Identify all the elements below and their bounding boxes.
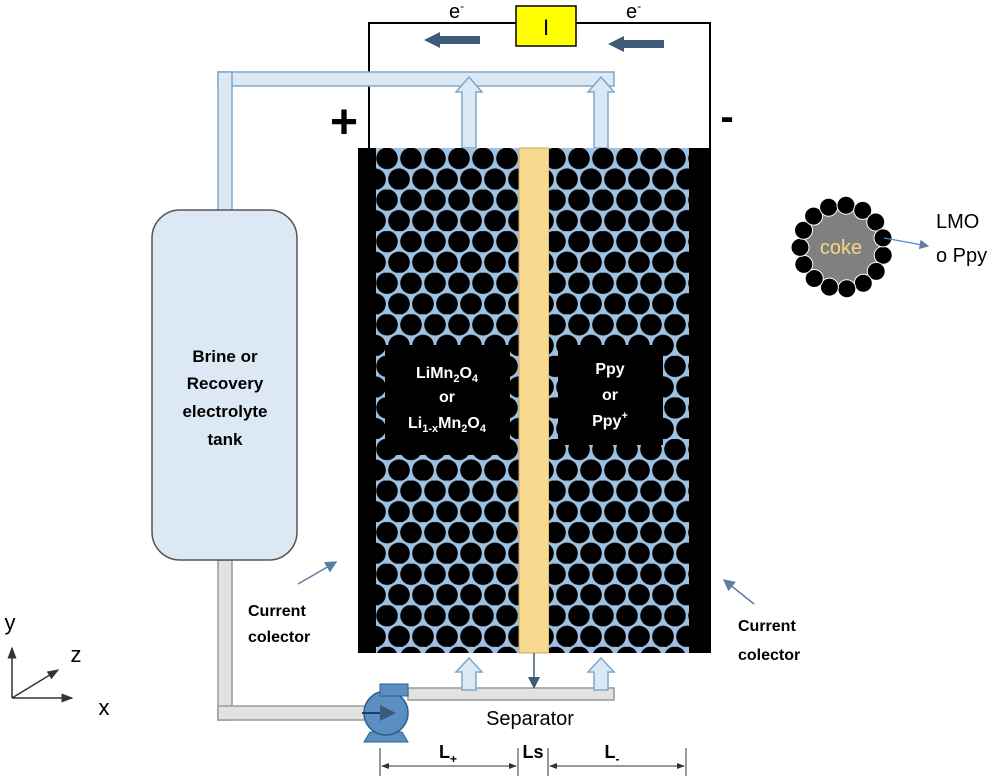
collector-right-label: Current colector: [738, 618, 800, 664]
svg-text:tank: tank: [208, 430, 244, 449]
dimension-lines: [379, 748, 687, 776]
electron-right-label: e-: [626, 0, 641, 23]
separator-membrane: [518, 147, 550, 654]
collector-left-pointer: [297, 561, 338, 585]
collector-right-pointer: [722, 579, 755, 605]
svg-text:Brine or: Brine or: [192, 347, 258, 366]
axis-y-label: y: [5, 610, 16, 635]
dim-ls: Ls: [522, 742, 543, 762]
external-circuit: [368, 22, 711, 148]
particle-pointer: [883, 237, 930, 250]
particle-illustration: coke: [790, 195, 930, 299]
shell-particle: [873, 228, 893, 248]
positive-electrode-label: LiMn2O4 or Li1-xMn2O4: [408, 365, 487, 435]
positive-terminal-sign: +: [330, 96, 358, 149]
electrolyte-tank: [151, 209, 298, 561]
shell-particle: [836, 195, 856, 215]
svg-text:Recovery: Recovery: [187, 374, 264, 393]
shell-particle: [804, 269, 824, 288]
electron-arrow-left: [424, 32, 480, 48]
negative-terminal-sign: -: [720, 95, 733, 139]
svg-text:LiMn2O4: LiMn2O4: [416, 365, 479, 385]
svg-text:electrolyte: electrolyte: [182, 402, 267, 421]
pump-icon: [362, 683, 409, 743]
collector-left-label: Current colector: [248, 603, 310, 646]
particle-core-label: coke: [820, 237, 862, 259]
shell-particle: [866, 261, 886, 281]
particle-shell: [790, 195, 893, 299]
inlet-flow-arrows: [454, 656, 616, 691]
shell-particle: [819, 277, 839, 297]
svg-text:Ppy: Ppy: [595, 361, 624, 378]
positive-electrode-label-box: [385, 345, 510, 455]
axis-z-label: z: [71, 642, 82, 667]
tank-label: Brine or Recovery electrolyte tank: [182, 347, 267, 449]
svg-text:colector: colector: [248, 629, 310, 646]
svg-text:colector: colector: [738, 647, 800, 664]
shell-particle: [873, 245, 893, 265]
svg-text:Current: Current: [248, 603, 306, 620]
svg-text:Ppy+: Ppy+: [592, 410, 628, 430]
current-source-box: [515, 5, 577, 47]
current-collector-right: [689, 148, 711, 653]
shell-particle: [794, 254, 814, 274]
axis-x-label: x: [99, 695, 110, 720]
svg-text:or: or: [602, 387, 618, 404]
electron-arrow-right: [608, 36, 664, 52]
outlet-flow-arrows: [454, 75, 616, 149]
svg-text:or: or: [439, 389, 455, 406]
current-collector-left: [358, 148, 376, 653]
electrolyte-piping: [217, 71, 615, 721]
shell-particle: [790, 237, 810, 257]
particle-shell-label-2: o Ppy: [936, 245, 987, 267]
separator-label: Separator: [486, 708, 574, 730]
shell-particle: [853, 273, 873, 293]
shell-particle: [819, 197, 839, 217]
coordinate-axes: [7, 646, 74, 703]
particle-shell-label-1: LMO: [936, 211, 979, 233]
dim-l-minus: L-: [605, 742, 620, 766]
shell-particle: [794, 220, 813, 240]
current-source-label: I: [543, 15, 549, 40]
dim-l-plus: L+: [439, 742, 457, 766]
shell-particle: [804, 206, 824, 226]
electron-left-label: e-: [449, 0, 464, 23]
svg-text:Li1-xMn2O4: Li1-xMn2O4: [408, 415, 487, 435]
shell-particle: [866, 212, 886, 232]
shell-particle: [853, 200, 873, 220]
shell-particle: [837, 279, 857, 299]
svg-text:Current: Current: [738, 618, 796, 635]
negative-electrode-label: Ppy or Ppy+: [592, 361, 628, 430]
negative-electrode-label-box: [558, 345, 663, 445]
